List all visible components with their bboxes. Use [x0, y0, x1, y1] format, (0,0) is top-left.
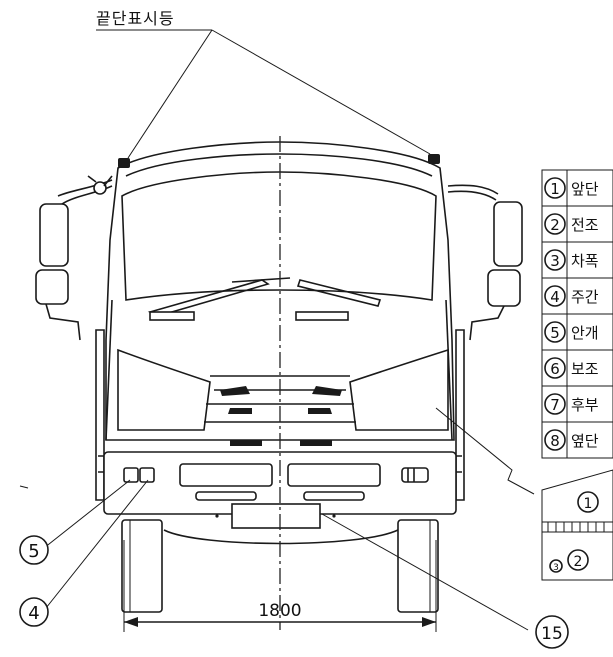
- stray-mark: [19, 485, 29, 489]
- legend-row-label: 옆단: [571, 432, 599, 450]
- callout-4: 4: [19, 479, 149, 627]
- legend-row: 5 안개: [544, 321, 599, 343]
- legend-row-number: 2: [550, 216, 560, 234]
- callout-4-number: 4: [28, 603, 39, 624]
- top-label: 끝단표시등: [96, 9, 175, 28]
- legend-row: 3 차폭: [544, 249, 599, 271]
- legend-row-label: 안개: [571, 324, 599, 342]
- legend-row: 2 전조: [544, 213, 599, 235]
- right-mirror: [447, 184, 523, 341]
- legend-row-number: 6: [550, 360, 560, 378]
- wheels: [121, 519, 439, 613]
- callout-15: 15: [321, 513, 569, 649]
- legend-row-label: 후부: [571, 396, 599, 414]
- legend-row-label: 보조: [571, 360, 599, 378]
- leader-left-marker: [127, 29, 213, 159]
- leader-right-marker: [211, 29, 431, 155]
- legend-row-number: 7: [550, 396, 560, 414]
- legend-row-label: 앞단: [571, 180, 599, 198]
- legend-row: 7 후부: [544, 393, 599, 415]
- legend-row-number: 3: [550, 252, 560, 270]
- legend-row-label: 차폭: [571, 252, 599, 270]
- legend-table: 1 앞단 2 전조 3 차폭 4 주간 5 안개 6 보조: [541, 169, 613, 459]
- legend-row: 4 주간: [544, 285, 599, 307]
- front-grille: [117, 348, 449, 446]
- legend-row: 8 옆단: [544, 429, 599, 451]
- legend-row-number: 4: [550, 288, 560, 306]
- callout-5-number: 5: [28, 541, 39, 562]
- left-mirror: [35, 175, 113, 341]
- legend-row-number: 1: [550, 180, 560, 198]
- legend-row: 6 보조: [544, 357, 599, 379]
- legend-row-number: 5: [550, 324, 560, 342]
- legend-row-label: 주간: [571, 288, 599, 306]
- legend-row-number: 8: [550, 432, 560, 450]
- callout-15-number: 15: [541, 624, 563, 644]
- detail-number-3: 3: [553, 563, 559, 573]
- legend-row-label: 전조: [571, 216, 599, 234]
- width-dimension-value: 1800: [258, 601, 301, 621]
- detail-number-1: 1: [584, 496, 593, 512]
- detail-number-2: 2: [574, 554, 583, 570]
- callout-5: 5: [19, 479, 131, 565]
- width-dimension: 1800: [123, 540, 437, 632]
- detail-leader: [435, 407, 535, 495]
- headlamp-detail: 1 2 3: [541, 469, 613, 581]
- legend-row: 1 앞단: [544, 177, 599, 199]
